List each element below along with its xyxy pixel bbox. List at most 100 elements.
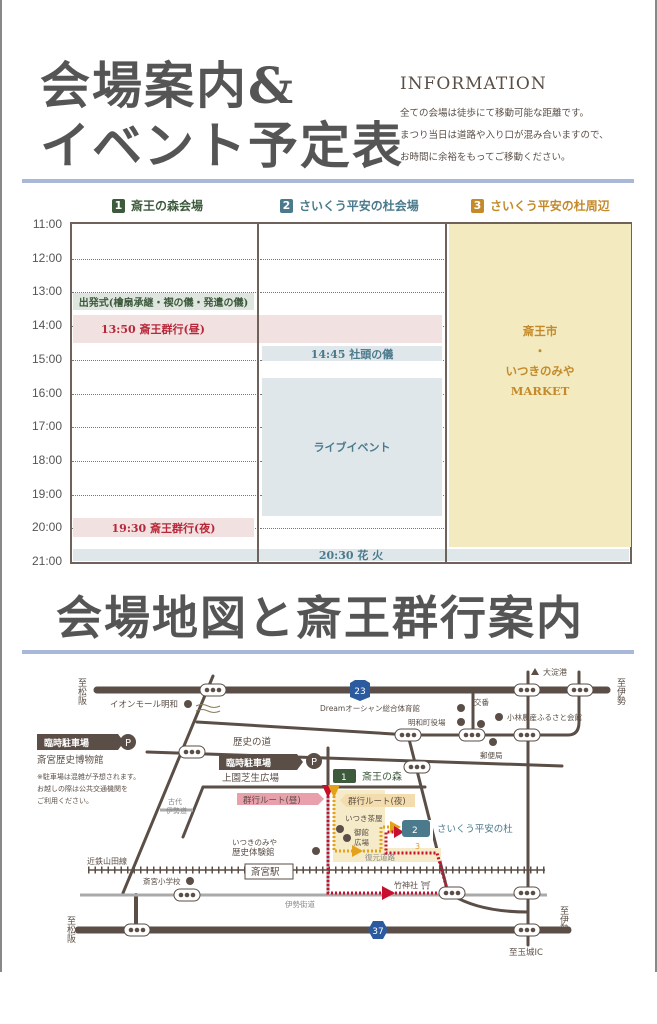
event-market: 斎王市 ・ いつきのみや MARKET — [449, 224, 631, 547]
map-label: 復元道路 — [365, 852, 395, 862]
parking-icon — [306, 753, 322, 769]
map-label: 伊勢街道 — [285, 899, 315, 909]
venue-name: 斎王の森会場 — [131, 199, 204, 213]
map-label: 至玉城IC — [509, 948, 543, 958]
divider — [22, 650, 634, 654]
parking-icon: P — [311, 757, 317, 768]
direction-label: 至松阪 — [76, 678, 87, 706]
hour-gridline — [260, 258, 444, 260]
traffic-signal-icon — [513, 728, 541, 742]
hour-gridline — [260, 528, 444, 530]
venue-badge: 1 — [341, 773, 347, 783]
hour-gridline — [72, 494, 256, 496]
hour-gridline — [72, 258, 256, 260]
road — [195, 720, 412, 737]
traffic-signal-icon — [178, 745, 206, 759]
map-label: 交番 — [474, 697, 489, 707]
map-label: 竹神社 ⛩ — [394, 880, 431, 890]
traffic-signal-icon — [403, 760, 431, 774]
poi-dot — [184, 700, 192, 708]
route-number: 37 — [372, 927, 383, 937]
info-line: お時間に余裕をもってご移動ください。 — [400, 152, 571, 163]
parking-label-box — [37, 734, 124, 750]
map-label: 大淀港 — [543, 667, 567, 677]
route-night — [332, 792, 392, 853]
route-day — [326, 792, 450, 895]
hour-label: 15:00 — [31, 351, 62, 366]
road-diagonal — [121, 674, 215, 895]
parking-icon: P — [125, 738, 131, 749]
map-note: ご利用ください。 — [37, 796, 93, 805]
arrow-icon — [382, 886, 395, 900]
map-section-title: 会場地図と斎王群行案内 — [56, 591, 584, 645]
map-label: いつき茶屋 — [345, 813, 383, 823]
event-label: いつきのみや — [505, 363, 575, 378]
column-divider — [445, 222, 447, 564]
hour-gridline — [72, 460, 256, 462]
page-title-line1: 会場案内& — [40, 56, 296, 115]
direction-label: 至伊勢 — [558, 906, 569, 934]
divider — [22, 179, 634, 183]
venue-name: さいくう平安の杜会場 — [299, 199, 419, 213]
info-line: まつり当日は道路や入り口が混み合いますので、 — [400, 130, 609, 141]
event-departure: 出発式(檜扇承継・禊の儀・発遣の儀) — [73, 293, 254, 310]
route-label-day: 群行ルート(昼) — [243, 795, 301, 806]
route-label-night: 群行ルート(夜) — [348, 796, 406, 807]
hour-label: 13:00 — [31, 284, 62, 299]
map-label: 歴史の道 — [233, 736, 272, 748]
traffic-signal-icon — [123, 923, 151, 937]
page-title-line2: イベント予定表 — [40, 116, 404, 175]
venue-number-badge: 3 — [471, 198, 484, 213]
route-23-badge — [350, 680, 370, 701]
venue-number-badge: 1 — [112, 198, 125, 213]
traffic-signal-icon — [438, 886, 466, 900]
map-label: 上園芝生広場 — [222, 772, 280, 784]
hour-label: 14:00 — [31, 318, 62, 333]
hour-label: 18:00 — [31, 452, 62, 467]
route-37-badge — [368, 921, 388, 939]
event-procession-night: 19:30 斎王群行(夜) — [73, 518, 254, 537]
hour-label: 19:00 — [31, 486, 62, 501]
parking-icon — [120, 734, 136, 750]
info-line: 全ての会場は徒歩にて移動可能な距離です。 — [400, 108, 590, 119]
traffic-signal-icon — [173, 888, 201, 902]
map-label: 近鉄山田線 — [87, 856, 127, 866]
map-label: 臨時駐車場 — [44, 737, 89, 749]
direction-label: 至松阪 — [65, 916, 76, 944]
map-label: 斎宮歴史博物館 — [37, 754, 104, 766]
map-label: 御館 — [354, 827, 369, 837]
road-kodai — [181, 785, 205, 839]
map-label: 小林農産ふるさと会館 — [507, 712, 582, 722]
traffic-signal-icon — [513, 923, 541, 937]
event-label: 斎王市 — [522, 323, 558, 338]
venue-badge: 3 — [415, 842, 420, 851]
venue-header-1: 1 斎王の森会場 — [112, 197, 203, 214]
hour-label: 11:00 — [32, 217, 62, 231]
hour-gridline — [72, 292, 256, 294]
triangle-icon — [531, 668, 539, 675]
map-label: イオンモール明和 — [110, 700, 178, 710]
traffic-signal-icon — [458, 728, 486, 742]
map-label: 古代 — [168, 797, 182, 806]
info-text: 全ての会場は徒歩にて移動可能な距離です。 まつり当日は道路や入り口が混み合います… — [400, 103, 609, 169]
map-note: ※駐車場は混雑が予想されます。 — [37, 772, 140, 781]
hour-label: 20:00 — [31, 520, 62, 535]
map-label: 明和町役場 — [408, 717, 446, 727]
venue-badge: 2 — [412, 826, 418, 836]
event-live: ライブイベント — [262, 378, 442, 516]
venue-label[interactable]: 斎王の森 — [362, 770, 402, 783]
traffic-signal-icon — [513, 886, 541, 900]
direction-label: 至伊勢 — [615, 678, 626, 706]
event-label: ・ — [534, 343, 546, 358]
page-frame — [0, 0, 657, 972]
map-label: 歴史体験館 — [232, 847, 275, 858]
map-label: 伊勢道 — [166, 806, 187, 815]
hour-label: 16:00 — [31, 385, 62, 400]
event-shato: 14:45 社頭の儀 — [262, 346, 442, 361]
parking-label-box — [219, 754, 303, 770]
event-fireworks: 20:30 花 火 — [73, 549, 629, 562]
venue-label[interactable]: さいくう平安の杜 — [437, 823, 513, 835]
map-note: お越しの際は公共交通機関を — [37, 784, 128, 793]
